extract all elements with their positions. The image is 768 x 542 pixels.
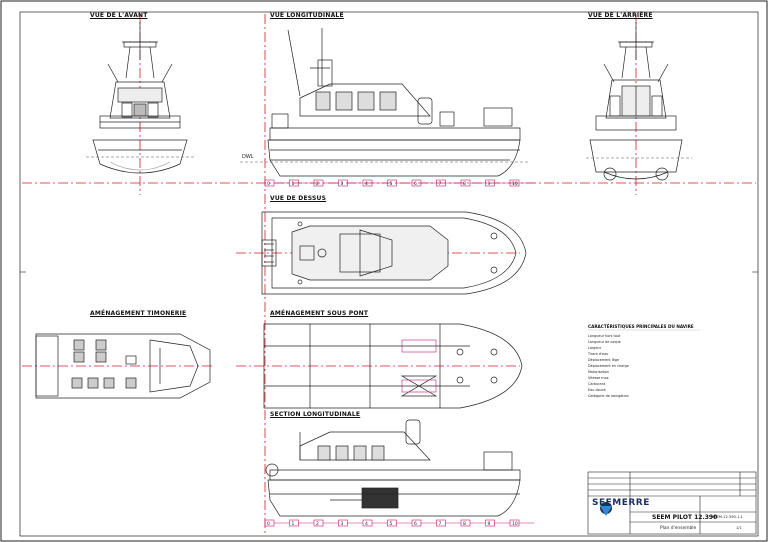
station-number: 9 [488,521,491,527]
station-number: 3 [341,521,344,527]
station-number: 9 [488,181,491,187]
station-number: 5 [390,181,393,187]
station-marks-bottom: 0 1 2 3 4 5 6 7 8 9 10 [264,519,535,527]
station-number: 8 [463,521,466,527]
spec-row: Motorisation [588,370,610,374]
station-number: 1 [292,181,295,187]
station-number: 0 [267,521,270,527]
rear-view-label: VUE DE L'ARRIÈRE [588,12,653,19]
station-number: 6 [414,521,417,527]
title-block [587,471,757,535]
front-view-drawing [92,22,188,174]
spec-row: Longueur de coque [588,340,621,344]
station-number: 10 [512,181,518,187]
drawing-ref: SEEM-12.390-1-1 [712,515,743,519]
spec-row: Déplacement lège [588,358,620,362]
spec-row: Carburant [588,382,606,386]
station-number: 3 [341,181,344,187]
station-number: 10 [512,521,518,527]
station-number: 2 [316,521,319,527]
station-number: 6 [414,181,417,187]
profile-view-label: VUE LONGITUDINALE [270,12,344,19]
station-number: 1 [292,521,295,527]
below-deck-drawing [263,323,523,409]
section-label: SECTION LONGITUDINALE [270,411,361,418]
station-number: 2 [316,181,319,187]
specs-title: CARACTÉRISTIQUES PRINCIPALES DU NAVIRE [588,324,694,329]
station-number: 5 [390,521,393,527]
project-name: SEEM PILOT 12.390 [652,514,718,521]
wheelhouse-label: AMÉNAGEMENT TIMONERIE [90,310,187,317]
station-number: 0 [267,181,270,187]
station-number: 7 [439,521,442,527]
section-drawing [265,419,521,517]
company-name: SEEMERRE [592,498,650,508]
drawing-title: Plan d'ensemble [660,526,697,531]
spec-row: Eau douce [588,388,606,392]
profile-view-drawing [267,28,521,177]
front-view-label: VUE DE L'AVANT [90,12,148,19]
station-number: 4 [365,181,368,187]
spec-row: Déplacement en charge [588,364,629,368]
below-deck-label: AMÉNAGEMENT SOUS PONT [270,310,369,317]
inner-frame [19,11,759,537]
spec-row: Longueur hors tout [588,334,621,338]
station-number: 4 [365,521,368,527]
spec-row: Tirant d'eau [588,352,609,356]
top-view-drawing [261,211,527,295]
wheelhouse-drawing [35,333,211,399]
company-logo-mark [600,502,612,516]
top-view-label: VUE DE DESSUS [270,195,327,202]
spec-row: Largeur [588,346,602,350]
spec-row: Catégorie de navigation [588,394,629,398]
spec-row: Vitesse max [588,376,609,380]
station-number: 8 [463,181,466,187]
waterline-label: DWL [242,154,254,160]
station-marks-top: 0 1 2 3 4 5 6 7 8 9 10 [264,179,535,187]
station-number: 7 [439,181,442,187]
sheet-number: 1/1 [736,526,742,530]
rear-view-drawing [589,22,683,181]
